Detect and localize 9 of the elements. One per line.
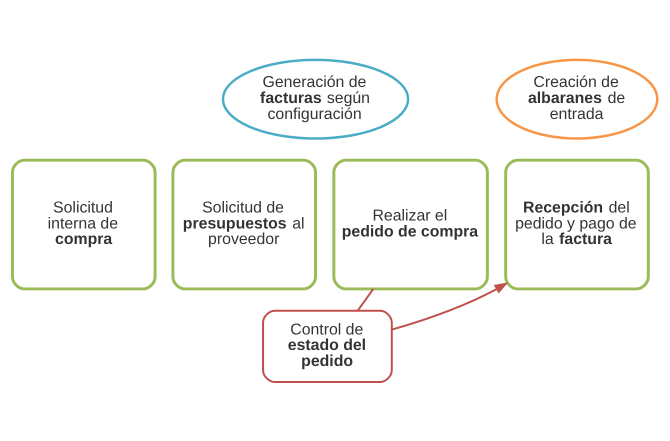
node-box: Solicitud de presupuestos al proveedor [171, 158, 318, 290]
node-box: Solicitud interna de compra [10, 158, 157, 290]
node-ellipse: Creación de albaranes de entrada [495, 58, 659, 140]
connector [356, 288, 374, 311]
node-box: Recepción del pedido y pago de la factura [504, 158, 650, 290]
node-ellipse: Generación de facturas según configuración [222, 58, 410, 140]
node-box: Realizar el pedido de compra [332, 158, 489, 290]
node-box: Control de estado del pedido [262, 309, 393, 383]
arrow [392, 282, 508, 330]
